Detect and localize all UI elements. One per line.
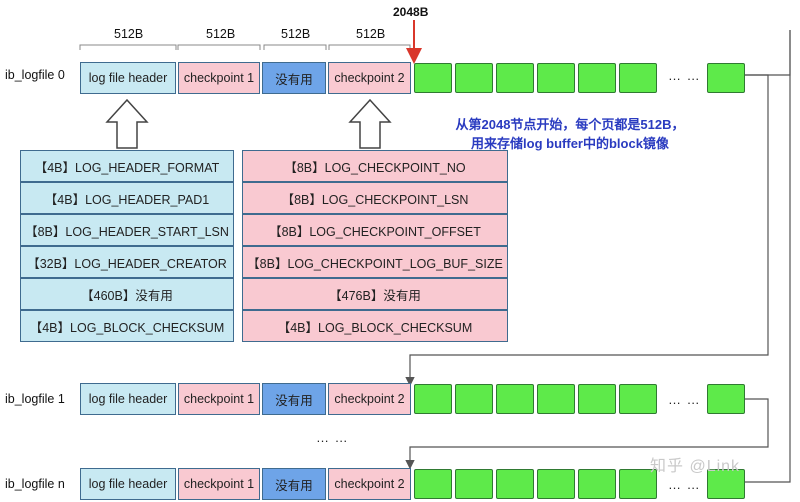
block-cell[interactable] [496,469,534,499]
block-note-line2: 用来存储log buffer中的block镜像 [471,136,669,151]
block-cell[interactable] [537,384,575,414]
block-cell[interactable] [578,469,616,499]
checkpoint-field[interactable]: 【8B】LOG_CHECKPOINT_OFFSET [242,214,508,246]
block-cell[interactable] [455,469,493,499]
block-cell[interactable] [414,469,452,499]
block-cell[interactable] [414,63,452,93]
checkpoint-field[interactable]: 【8B】LOG_CHECKPOINT_NO [242,150,508,182]
block-cell-last[interactable] [707,469,745,499]
block-cell[interactable] [455,384,493,414]
log-file-header-cell[interactable]: log file header [80,62,176,94]
block-cell[interactable] [619,63,657,93]
header-field[interactable]: 【8B】LOG_HEADER_START_LSN [20,214,234,246]
checkpoint2-cell[interactable]: checkpoint 2 [328,468,411,500]
unused-cell[interactable]: 没有用 [262,383,326,415]
checkpoint-field[interactable]: 【8B】LOG_CHECKPOINT_LSN [242,182,508,214]
block-note-line1: 从第2048节点开始，每个页都是512B， [455,117,685,132]
header-field[interactable]: 【32B】LOG_HEADER_CREATOR [20,246,234,278]
size-bracket [79,44,411,50]
size-label-checkpoint1: 512B [206,27,236,41]
wrap-line-top-row0 [745,30,791,76]
expand-checkpoint-arrow-icon [348,98,392,149]
block-cell[interactable] [414,384,452,414]
unused-cell[interactable]: 没有用 [262,62,326,94]
expand-header-arrow-icon [105,98,149,149]
checkpoint-field[interactable]: 【8B】LOG_CHECKPOINT_LOG_BUF_SIZE [242,246,508,278]
header-field[interactable]: 【460B】没有用 [20,278,234,310]
block-cell[interactable] [619,384,657,414]
block-note: 从第2048节点开始，每个页都是512B， 用来存储log buffer中的bl… [420,114,720,152]
block-cell[interactable] [455,63,493,93]
log-file-header-cell[interactable]: log file header [80,383,176,415]
block-cell[interactable] [578,384,616,414]
block-cell[interactable] [578,63,616,93]
header-field[interactable]: 【4B】LOG_HEADER_PAD1 [20,182,234,214]
block-cell-last[interactable] [707,63,745,93]
checkpoint2-cell[interactable]: checkpoint 2 [328,383,411,415]
wrap-line-row1-rown [405,398,769,470]
rows-ellipsis: … … [316,430,349,445]
block-cell[interactable] [496,384,534,414]
row-label: ib_logfile 0 [5,68,65,82]
block-cell[interactable] [496,63,534,93]
log-file-header-cell[interactable]: log file header [80,468,176,500]
row-label: ib_logfile 1 [5,392,65,406]
checkpoint-field[interactable]: 【476B】没有用 [242,278,508,310]
size-label-unused: 512B [281,27,311,41]
row-ellipsis: … … [668,392,701,407]
row-label: ib_logfile n [5,477,65,491]
size-label-checkpoint2: 512B [356,27,386,41]
header-field[interactable]: 【4B】LOG_BLOCK_CHECKSUM [20,310,234,342]
wrap-line-rown-top [745,30,791,483]
row-ellipsis: … … [668,477,701,492]
block-cell[interactable] [537,469,575,499]
checkpoint1-cell[interactable]: checkpoint 1 [178,468,260,500]
checkpoint2-cell[interactable]: checkpoint 2 [328,62,411,94]
offset-marker-label: 2048B [393,5,429,19]
size-label-header: 512B [114,27,144,41]
block-cell[interactable] [537,63,575,93]
header-field[interactable]: 【4B】LOG_HEADER_FORMAT [20,150,234,182]
block-cell[interactable] [619,469,657,499]
unused-cell[interactable]: 没有用 [262,468,326,500]
row-ellipsis: … … [668,68,701,83]
watermark: 知乎 @Link [650,458,741,475]
block-cell-last[interactable] [707,384,745,414]
checkpoint1-cell[interactable]: checkpoint 1 [178,383,260,415]
checkpoint1-cell[interactable]: checkpoint 1 [178,62,260,94]
checkpoint-field[interactable]: 【4B】LOG_BLOCK_CHECKSUM [242,310,508,342]
